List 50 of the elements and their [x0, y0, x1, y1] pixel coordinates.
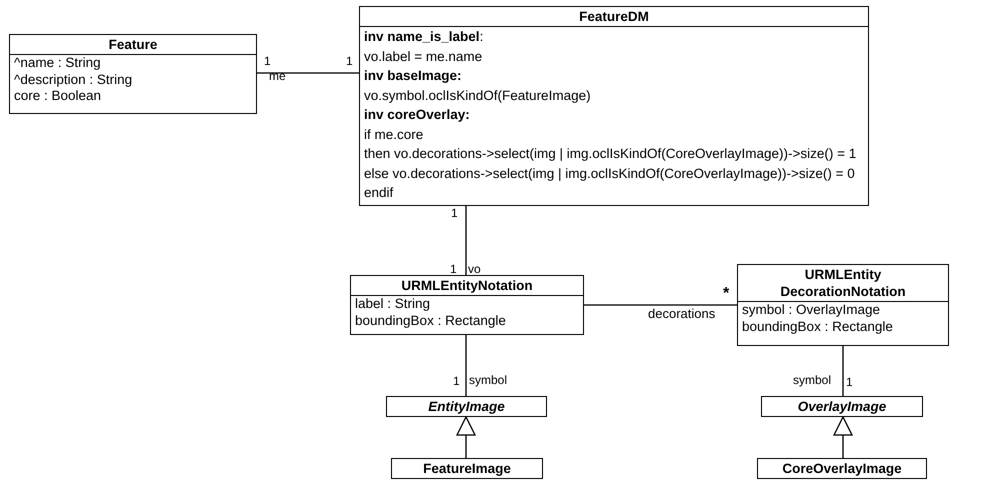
- role-name: symbol: [469, 374, 508, 387]
- multiplicity: 1: [846, 376, 853, 389]
- role-name: vo: [468, 263, 481, 276]
- constraint-text: endif: [364, 184, 394, 202]
- association-line: [465, 206, 467, 275]
- association-line: [584, 304, 737, 306]
- role-name: decorations: [648, 307, 716, 320]
- constraint-text: inv coreOverlay:: [364, 106, 471, 124]
- association-line: [842, 346, 844, 396]
- multiplicity: *: [723, 287, 730, 300]
- constraint-text: then vo.decorations->select(img | img.oclIsKindOf(CoreOverlayImage))->size() = 1: [364, 145, 858, 163]
- generalization-arrow: [456, 416, 476, 458]
- attribute-text: symbol : OverlayImage: [742, 302, 882, 318]
- role-name: symbol: [793, 374, 832, 387]
- attribute-text: ^description : String: [14, 72, 134, 88]
- class-name: EntityImage: [427, 398, 506, 416]
- generalization-arrow: [833, 416, 853, 458]
- attribute-text: label : String: [355, 296, 432, 312]
- class-box: [386, 396, 547, 417]
- multiplicity: 1: [453, 375, 460, 388]
- association-line: [257, 72, 359, 74]
- class-name: URMLEntityNotation: [351, 276, 583, 296]
- class-box: [9, 34, 257, 114]
- association-line: [465, 335, 467, 396]
- class-name: CoreOverlayImage: [781, 460, 903, 478]
- class-box: [761, 396, 923, 417]
- class-name: OverlayImage: [796, 398, 888, 416]
- class-name: Feature: [10, 35, 256, 55]
- constraint-text: vo.label = me.name: [364, 48, 484, 66]
- class-name: FeatureImage: [422, 460, 512, 478]
- constraint-text: vo.symbol.oclIsKindOf(FeatureImage): [364, 86, 592, 105]
- class-box: [350, 275, 584, 335]
- class-box: [359, 6, 869, 206]
- constraint-text: inv baseImage:: [364, 67, 463, 85]
- constraint-text: if me.core: [364, 126, 424, 144]
- constraint-text: else vo.decorations->select(img | img.oclIsKindOf(CoreOverlayImage))->size() = 0: [364, 164, 856, 183]
- attribute-text: boundingBox : Rectangle: [355, 312, 507, 329]
- class-box: [757, 458, 927, 479]
- class-box: [391, 458, 543, 479]
- class-name: FeatureDM: [360, 7, 868, 27]
- multiplicity: 1: [346, 55, 353, 68]
- multiplicity: 1: [450, 263, 457, 276]
- multiplicity: 1: [451, 207, 458, 220]
- constraint-text: inv name_is_label:: [364, 28, 484, 46]
- class-box: [737, 264, 949, 346]
- attribute-text: ^name : String: [14, 55, 102, 72]
- role-name: me: [269, 70, 286, 83]
- attribute-text: boundingBox : Rectangle: [742, 318, 894, 335]
- attribute-text: core : Boolean: [14, 88, 102, 104]
- multiplicity: 1: [264, 55, 271, 68]
